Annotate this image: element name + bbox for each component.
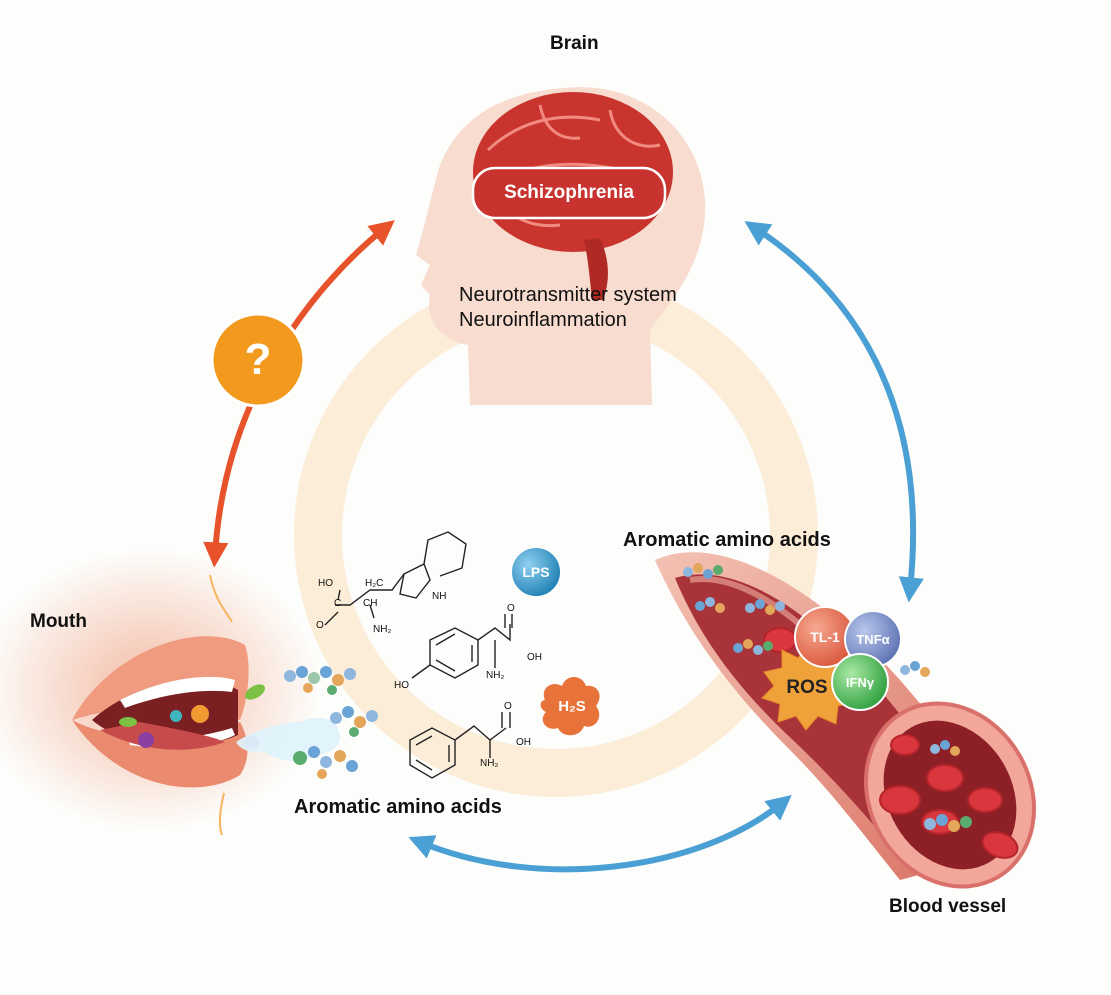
tl1-label: TL-1 [810, 629, 840, 645]
phe-atom-o: O [504, 701, 512, 712]
lps-badge [510, 546, 562, 598]
ifng-label: IFNγ [845, 674, 875, 690]
tyrosine-molecule [411, 614, 513, 679]
h2s-badge [540, 677, 600, 736]
h2s-label: H₂S [558, 697, 586, 715]
tryptophan-molecule [324, 531, 467, 626]
phenylalanine-molecule [409, 712, 511, 779]
phe-atom-oh: OH [516, 737, 531, 748]
mouth-vessel-arrow [408, 795, 792, 873]
ifng-ball [831, 653, 889, 711]
mouth-label: Mouth [30, 611, 87, 632]
chin-profile-line [218, 792, 225, 836]
lps-label: LPS [522, 564, 550, 580]
brain-effect-neuroinflammation: Neuroinflammation [459, 309, 627, 331]
trp-atom-h2c: H₂C [365, 578, 384, 589]
tyr-atom-ho: HO [394, 680, 409, 691]
trp-atom-c: C [334, 598, 342, 609]
schizophrenia-badge [471, 166, 667, 220]
blood-vessel-label: Blood vessel [889, 896, 1007, 917]
trp-atom-o: O [316, 620, 324, 631]
trp-atom-ho: HO [318, 578, 333, 589]
tyr-atom-o: O [507, 603, 515, 614]
vessel-amino-acid-cluster [683, 563, 972, 832]
trp-atom-nh: NH [432, 591, 447, 602]
phe-atom-nh2: NH₂ [480, 758, 499, 769]
amino-acids-mouth-label: Aromatic amino acids [294, 796, 502, 818]
face-profile-line [209, 574, 233, 623]
schizophrenia-label: Schizophrenia [504, 182, 634, 203]
amino-acids-vessel-label: Aromatic amino acids [623, 529, 831, 551]
question-mark: ? [244, 335, 272, 384]
brain-label: Brain [550, 33, 599, 54]
brain-effect-neurotransmitter: Neurotransmitter system [459, 284, 677, 306]
tnfa-label: TNFα [856, 631, 890, 647]
open-mouth-icon [72, 636, 249, 788]
question-badge [210, 312, 306, 408]
ros-label: ROS [786, 677, 828, 698]
trp-atom-ch: CH [363, 598, 378, 609]
tyr-atom-nh2: NH₂ [486, 670, 505, 681]
tyr-atom-oh: OH [527, 652, 542, 663]
brain-vessel-arrow [744, 221, 924, 603]
trp-atom-nh2: NH₂ [373, 624, 392, 635]
amino-acid-cluster-icon [284, 666, 378, 779]
